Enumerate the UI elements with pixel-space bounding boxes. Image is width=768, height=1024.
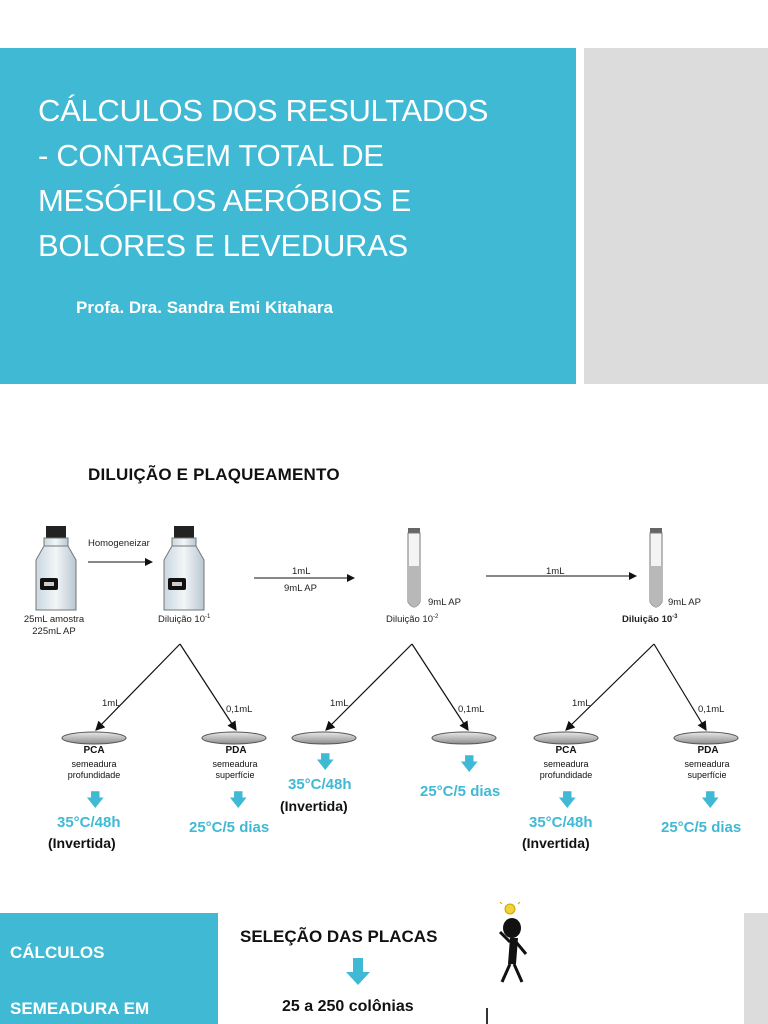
incubation-note: (Invertida)	[522, 835, 590, 851]
down-arrow-icon: 🡇	[86, 790, 105, 810]
down-arrow-icon: 🡇	[460, 754, 479, 774]
plate-method-line: semeadura	[684, 759, 730, 769]
incubation-condition: 25°C/5 dias	[189, 819, 270, 836]
title-line: MESÓFILOS AERÓBIOS E	[38, 183, 411, 218]
plate-method-line: semeadura	[71, 759, 117, 769]
dilution-text: Diluição 10	[622, 614, 673, 626]
dilution-label: Diluição 10-1	[158, 614, 210, 625]
transfer-diluent: 9mL AP	[284, 583, 317, 594]
plate-method: semeadura superfície	[662, 759, 752, 781]
slide-title: CÁLCULOS DOS RESULTADOS - CONTAGEM TOTAL…	[38, 88, 558, 268]
plate-name: PCA	[83, 745, 105, 756]
test-tube-icon	[649, 528, 663, 608]
plate-method-line: profundidade	[539, 770, 593, 780]
down-arrow-icon: 🡇	[558, 790, 577, 810]
sidebar-item: CÁLCULOS	[10, 943, 105, 962]
plate-method-line: profundidade	[67, 770, 121, 780]
branch-volume: 0,1mL	[458, 704, 485, 715]
plate-name: PCA	[555, 745, 577, 756]
bottle-label: 25mL amostra 225mL AP	[14, 614, 94, 638]
title-line: BOLORES E LEVEDURAS	[38, 228, 408, 263]
homogenize-label: Homogeneizar	[88, 538, 150, 549]
petri-dish-icon	[61, 731, 127, 745]
section-heading: DILUIÇÃO E PLAQUEAMENTO	[88, 465, 340, 484]
plate-method: semeadura superfície	[190, 759, 280, 781]
dilution-exponent: -1	[205, 614, 211, 620]
incubation-condition: 25°C/5 dias	[420, 783, 501, 800]
tube-volume: 9mL AP	[668, 597, 701, 608]
down-arrow-icon	[346, 958, 370, 985]
test-tube-icon	[407, 528, 421, 608]
transfer-volume: 1mL	[546, 566, 565, 577]
tube-volume: 9mL AP	[428, 597, 461, 608]
petri-dish-icon	[201, 731, 267, 745]
title-panel	[0, 48, 576, 384]
title-line: CÁLCULOS DOS RESULTADOS	[38, 93, 489, 128]
plate-method: semeadura profundidade	[521, 759, 611, 781]
dilution-diagram	[35, 526, 739, 745]
dilution-label: Diluição 10-3	[622, 614, 678, 625]
dilution-exponent: -3	[672, 614, 678, 620]
incubation-condition: 35°C/48h	[288, 776, 352, 793]
thinking-person-icon	[498, 902, 528, 983]
branch-volume: 1mL	[330, 698, 349, 709]
plate-method-line: superfície	[215, 770, 255, 780]
branch-volume: 0,1mL	[226, 704, 253, 715]
plate-method-line: semeadura	[543, 759, 589, 769]
dilution-text: Diluição 10	[386, 614, 433, 626]
sidebar-panel	[0, 913, 218, 1024]
decorative-mark	[486, 1008, 488, 1024]
petri-dish-icon	[533, 731, 599, 745]
down-arrow-icon: 🡇	[701, 790, 720, 810]
down-arrow-icon: 🡇	[316, 752, 335, 772]
plate-name: PDA	[697, 745, 719, 756]
side-panel	[744, 913, 768, 1024]
sample-bottle-icon	[35, 526, 77, 611]
incubation-condition: 35°C/48h	[529, 814, 593, 831]
petri-dish-icon	[291, 731, 357, 745]
sidebar-item: SEMEADURA EM	[10, 999, 150, 1018]
dilution-label: Diluição 10-2	[386, 614, 438, 625]
dilution-text: Diluição 10	[158, 614, 205, 626]
plate-method-line: superfície	[687, 770, 727, 780]
petri-dish-icon	[431, 731, 497, 745]
dilution-exponent: -2	[433, 614, 439, 620]
author: Profa. Dra. Sandra Emi Kitahara	[76, 298, 333, 317]
plate-method-line: semeadura	[212, 759, 258, 769]
transfer-volume: 1mL	[292, 566, 311, 577]
branch-volume: 0,1mL	[698, 704, 725, 715]
side-panel	[584, 48, 768, 384]
petri-dish-icon	[673, 731, 739, 745]
bottle-label-line: 25mL amostra	[23, 614, 85, 625]
title-line: - CONTAGEM TOTAL DE	[38, 138, 384, 173]
incubation-note: (Invertida)	[48, 835, 116, 851]
incubation-condition: 35°C/48h	[57, 814, 121, 831]
colony-range: 25 a 250 colônias	[282, 998, 414, 1015]
dilution-bottle-icon	[163, 526, 205, 611]
selection-heading: SELEÇÃO DAS PLACAS	[240, 927, 438, 946]
incubation-condition: 25°C/5 dias	[661, 819, 742, 836]
incubation-note: (Invertida)	[280, 798, 348, 814]
branch-volume: 1mL	[572, 698, 591, 709]
down-arrow-icon: 🡇	[229, 790, 248, 810]
plate-name: PDA	[225, 745, 247, 756]
branch-volume: 1mL	[102, 698, 121, 709]
plate-method: semeadura profundidade	[49, 759, 139, 781]
bottle-label-line: 225mL AP	[32, 626, 76, 637]
